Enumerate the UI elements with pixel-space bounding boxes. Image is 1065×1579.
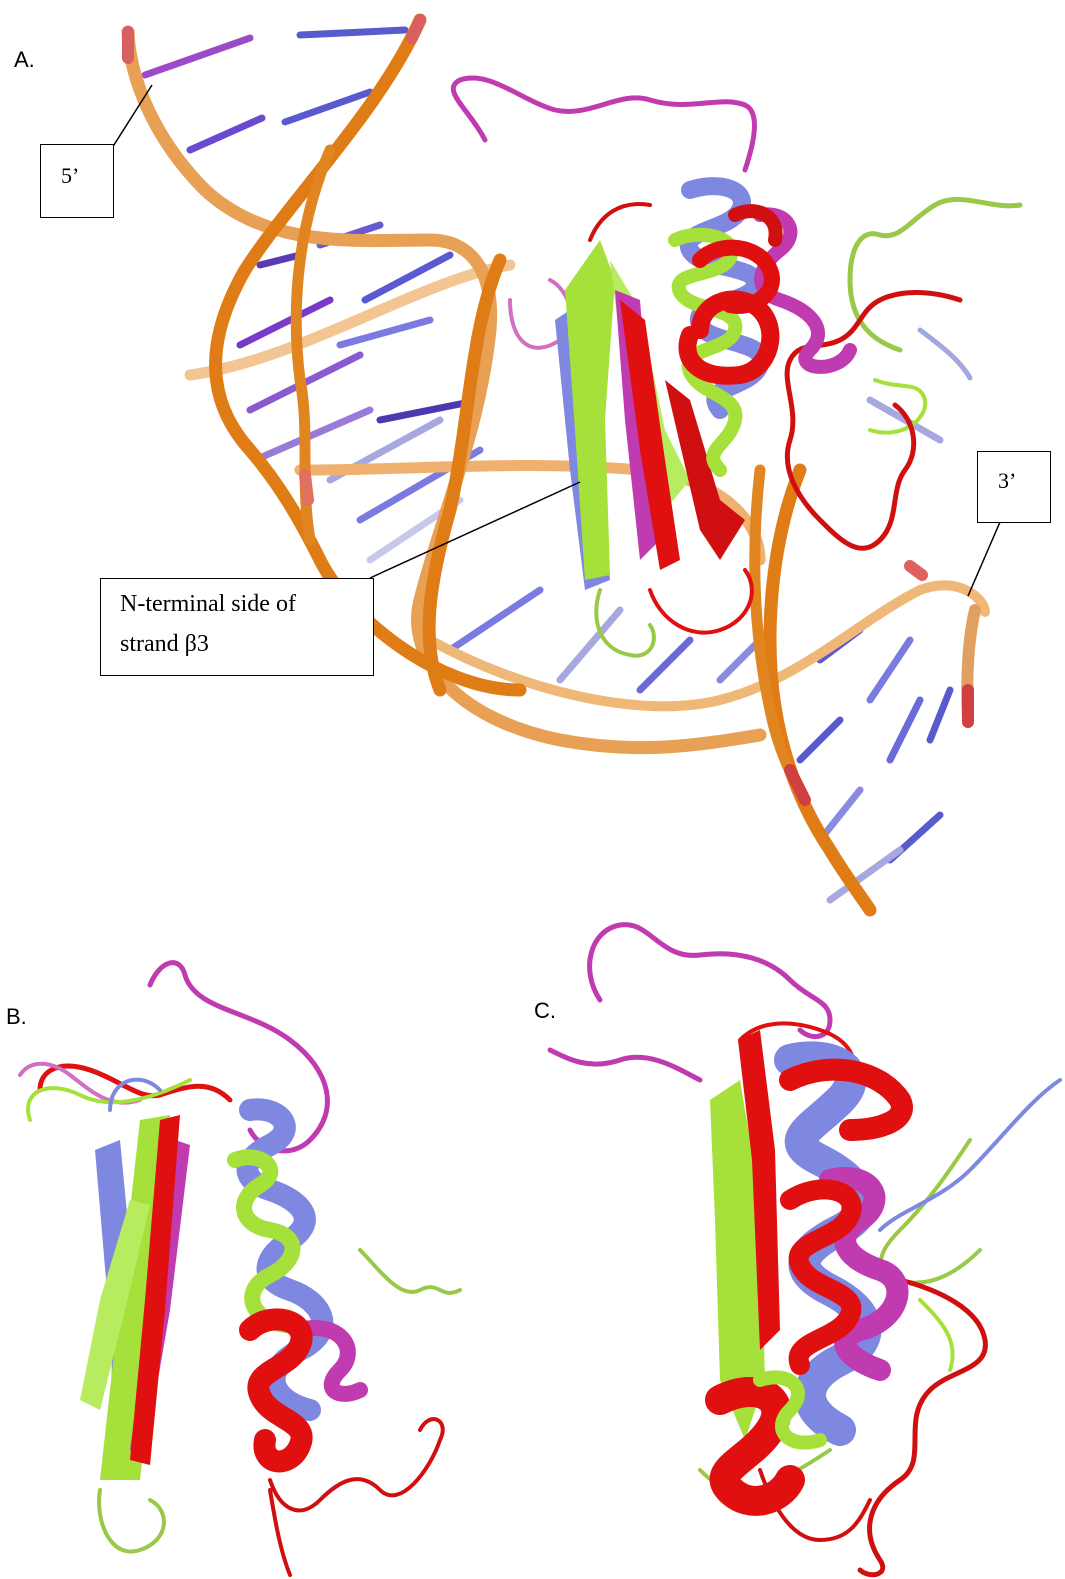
- callout-strand-b3: N-terminal side of strand β3: [100, 578, 374, 676]
- label-3prime: 3’: [998, 468, 1016, 494]
- dna-strand-3prime: [770, 470, 870, 910]
- loop-green: [920, 1300, 953, 1370]
- loop-green: [360, 1250, 460, 1293]
- loop-green: [850, 199, 1020, 350]
- panel-c-structure: [550, 925, 1060, 1575]
- dna-base: [260, 255, 300, 265]
- dna-base: [870, 640, 910, 700]
- loop-red: [40, 1066, 230, 1100]
- loops-b: [20, 963, 460, 1575]
- helices-b: [235, 1109, 360, 1461]
- alpha-helices: [675, 186, 850, 470]
- loop-red: [650, 570, 752, 633]
- label-strand-line1: N-terminal side of: [120, 591, 296, 618]
- dna-end-cap: [910, 566, 922, 575]
- dna-base: [450, 590, 540, 650]
- dna-end-cap: [790, 770, 805, 800]
- dna-base: [145, 38, 250, 75]
- loop-red: [590, 204, 650, 240]
- dna-backbones: [128, 20, 985, 910]
- loop-green: [881, 1140, 980, 1283]
- dna-end-cap: [412, 20, 420, 38]
- dna-base: [930, 690, 950, 740]
- dna-base: [255, 410, 370, 460]
- loop-blue: [920, 330, 970, 378]
- leader-line-3prime: [968, 522, 1000, 596]
- dna-base: [640, 640, 690, 690]
- label-5prime: 5’: [61, 163, 79, 189]
- dna-base: [190, 118, 262, 150]
- strands-b: [80, 1115, 190, 1480]
- helix-red: [735, 211, 776, 240]
- callout-3prime: 3’: [977, 451, 1051, 523]
- loop-green: [99, 1490, 164, 1552]
- loop-magenta: [453, 78, 754, 170]
- callout-5prime: 5’: [40, 144, 114, 218]
- dna-base: [300, 30, 405, 35]
- dna-base: [890, 700, 920, 760]
- panel-b-structure: [20, 963, 460, 1575]
- dna-base: [800, 720, 840, 760]
- dna-end-cap: [305, 475, 308, 500]
- loop-magenta: [590, 925, 830, 1037]
- label-strand-line2: strand β3: [120, 631, 209, 658]
- panel-a-structure: [112, 20, 1020, 910]
- loop-magenta: [550, 1050, 700, 1080]
